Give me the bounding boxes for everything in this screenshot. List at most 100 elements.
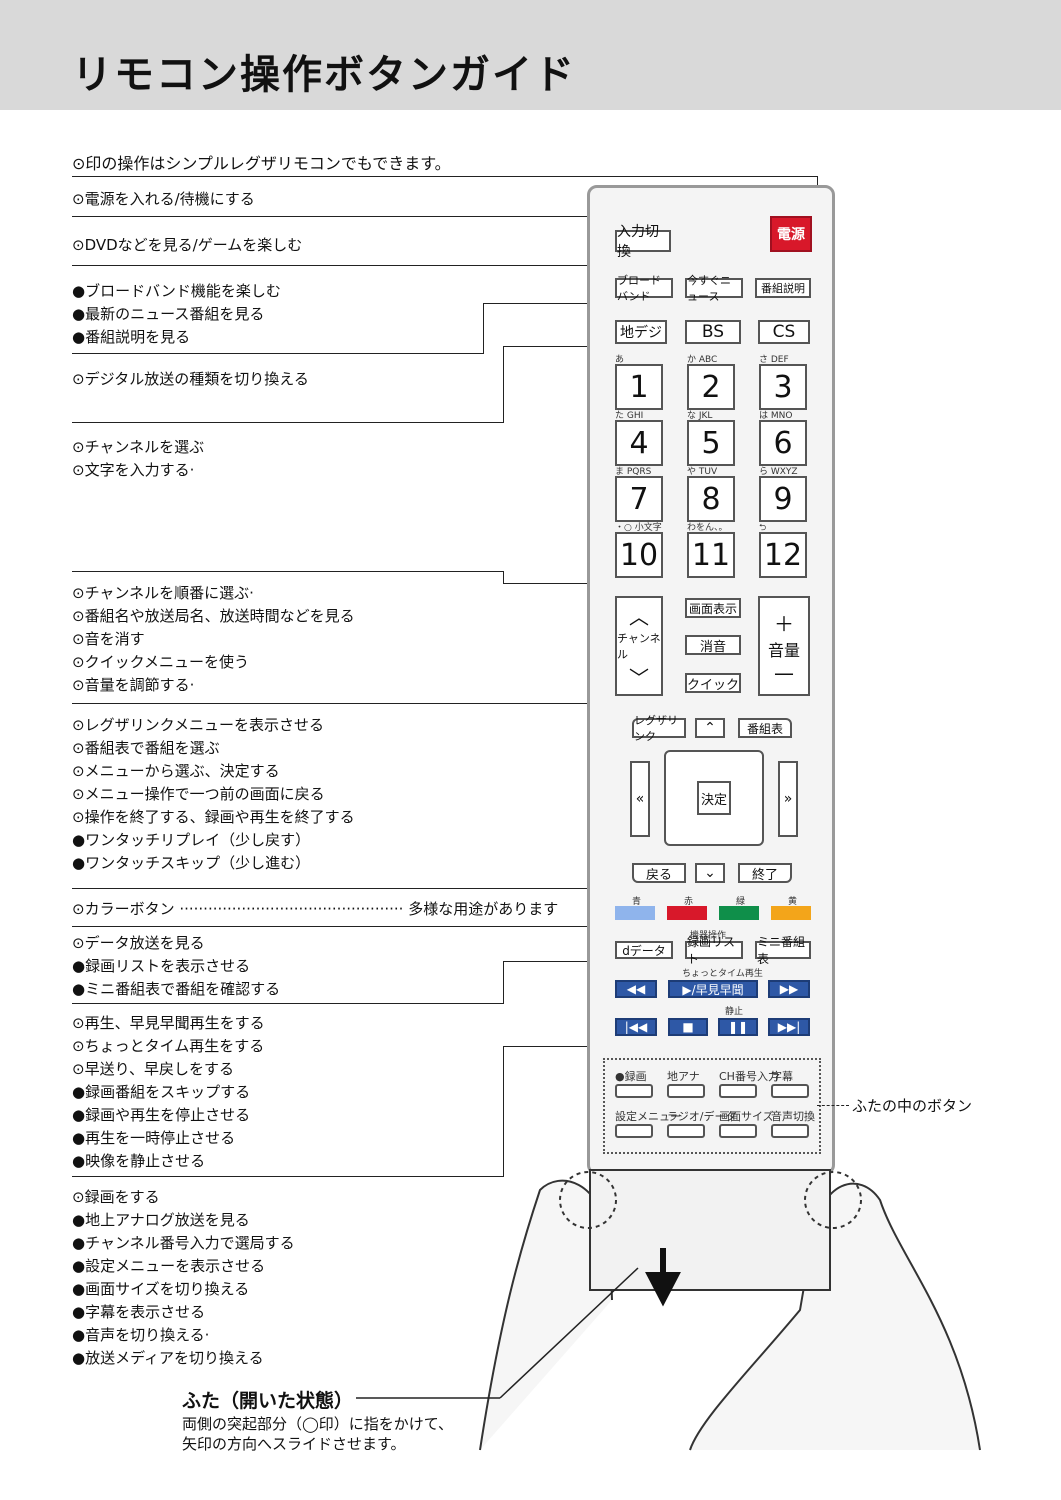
mini-epg-button[interactable]: ミニ番組表	[755, 935, 811, 966]
guide-line: ⊙データ放送を見る	[72, 934, 205, 952]
bs-button[interactable]: BS	[685, 320, 741, 344]
divider	[72, 1003, 504, 1004]
terrestrial-button[interactable]: 地デジ	[615, 320, 667, 344]
page-title: リモコン操作ボタンガイド	[72, 52, 576, 98]
left-grip-circle	[559, 1171, 617, 1229]
play-button[interactable]: ▶/早見早聞	[668, 980, 758, 998]
number-key-7[interactable]: 7	[615, 476, 663, 522]
number-key-1[interactable]: 1	[615, 364, 663, 410]
divider	[72, 1176, 504, 1177]
right-hand	[689, 1182, 981, 1451]
number-key-9[interactable]: 9	[759, 476, 807, 522]
power-button[interactable]: 電源	[770, 216, 812, 252]
lid-button[interactable]	[771, 1084, 809, 1098]
number-key-4[interactable]: 4	[615, 420, 663, 466]
pause-icon: ❚❚	[727, 1020, 749, 1034]
divider	[72, 703, 817, 704]
news-button[interactable]: 今すぐニュース	[685, 274, 743, 303]
key-sub-label: さ DEF	[759, 355, 789, 365]
guide-line: ●映像を静止させる	[72, 1152, 206, 1170]
broadband-button[interactable]: ブロードバンド	[615, 274, 673, 303]
lid-button[interactable]	[719, 1084, 757, 1098]
skip-button[interactable]: »	[778, 761, 798, 837]
skip-back-button[interactable]: |◀◀	[615, 1018, 657, 1036]
divider	[72, 422, 504, 423]
number-key-2[interactable]: 2	[687, 364, 735, 410]
data-button[interactable]: dデータ	[615, 941, 673, 959]
epg-button[interactable]: 番組表	[738, 718, 792, 738]
number-key-8[interactable]: 8	[687, 476, 735, 522]
page-down-button[interactable]: ⌄	[695, 863, 725, 883]
end-button[interactable]: 終了	[738, 863, 792, 883]
lid-area	[603, 1058, 821, 1154]
ok-button[interactable]: 決定	[697, 781, 731, 815]
divider	[483, 303, 484, 353]
color-button[interactable]	[615, 906, 655, 920]
cs-button[interactable]: CS	[758, 320, 810, 344]
remote-control: 電源 入力切換 ブロードバンド 今すぐニュース 番組説明 地デジ BS CS あ…	[587, 185, 835, 1189]
stop-button[interactable]: ■	[668, 1018, 708, 1036]
input-switch-button[interactable]: 入力切換	[615, 224, 671, 260]
guide-line: ⊙番組表で番組を選ぶ	[72, 739, 220, 757]
recorded-list-button[interactable]: 録画リスト	[685, 935, 743, 966]
number-key-6[interactable]: 6	[759, 420, 807, 466]
guide-line: ⊙文字を入力する·	[72, 461, 195, 479]
down-arrow-icon	[645, 1248, 681, 1307]
guide-line: ⊙チャンネルを順番に選ぶ·	[72, 584, 254, 602]
lid-button[interactable]	[615, 1124, 653, 1138]
regza-link-button[interactable]: レグザリンク	[632, 714, 686, 743]
number-key-11[interactable]: 11	[687, 532, 735, 578]
caption-leader	[499, 1267, 639, 1399]
guide-line: ●画面サイズを切り換える	[72, 1280, 250, 1298]
color-button[interactable]	[771, 906, 811, 920]
double-up-icon: ⌃	[704, 720, 716, 736]
volume-rocker[interactable]: ＋ 音量 —	[758, 596, 810, 696]
skip-forward-button[interactable]: ▶▶|	[768, 1018, 810, 1036]
guide-line: ⊙デジタル放送の種類を切り換える	[72, 370, 309, 388]
fast-forward-icon: ▶▶	[779, 982, 799, 996]
guide-line: ●チャンネル番号入力で選局する	[72, 1234, 295, 1252]
caption-line: 矢印の方向へスライドさせます。	[182, 1435, 406, 1453]
dpad[interactable]: 決定	[664, 750, 764, 846]
guide-line: ⊙操作を終了する、録画や再生を終了する	[72, 808, 355, 826]
screen-display-button[interactable]: 画面表示	[685, 598, 741, 618]
guide-line: ●ワンタッチスキップ（少し進む）	[72, 854, 311, 872]
number-key-5[interactable]: 5	[687, 420, 735, 466]
quick-button[interactable]: クイック	[685, 673, 741, 693]
rewind-button[interactable]: ◀◀	[615, 980, 657, 998]
color-label: 青	[632, 897, 642, 907]
open-label: OPEN▼	[770, 1176, 809, 1189]
key-sub-label: は MNO	[759, 411, 793, 421]
divider	[503, 1046, 504, 1176]
down-icon: ﹀	[629, 666, 649, 690]
key-sub-label: た GHI	[615, 411, 644, 421]
lid-button[interactable]	[771, 1124, 809, 1138]
guide-line: ⊙ちょっとタイム再生をする	[72, 1037, 265, 1055]
guide-line: ●字幕を表示させる	[72, 1303, 206, 1321]
color-button[interactable]	[667, 906, 707, 920]
number-key-12[interactable]: 12	[759, 532, 807, 578]
guide-line: ●ブロードバンド機能を楽しむ	[72, 282, 281, 300]
number-key-10[interactable]: 10	[615, 532, 663, 578]
lid-button[interactable]	[615, 1084, 653, 1098]
key-sub-label: や TUV	[687, 467, 718, 477]
page-up-button[interactable]: ⌃	[695, 718, 725, 738]
back-button[interactable]: 戻る	[632, 863, 686, 883]
replay-button[interactable]: «	[630, 761, 650, 837]
plus-icon: ＋	[774, 611, 794, 636]
color-button[interactable]	[719, 906, 759, 920]
key-sub-label: な JKL	[687, 411, 713, 421]
guide-line: ⊙カラーボタン ································…	[72, 900, 559, 918]
lid-button[interactable]	[719, 1124, 757, 1138]
mute-button[interactable]: 消音	[685, 635, 741, 655]
number-key-3[interactable]: 3	[759, 364, 807, 410]
lid-button[interactable]	[667, 1084, 705, 1098]
pause-button[interactable]: ❚❚	[718, 1018, 758, 1036]
lid-button-label: 地アナ	[667, 1070, 700, 1083]
channel-rocker[interactable]: ︿ チャンネル ﹀	[615, 596, 663, 696]
guide-line: ●ミニ番組表で番組を確認する	[72, 980, 281, 998]
header-band: リモコン操作ボタンガイド	[0, 0, 1061, 110]
fast-forward-button[interactable]: ▶▶	[768, 980, 810, 998]
lid-button[interactable]	[667, 1124, 705, 1138]
program-info-button[interactable]: 番組説明	[755, 278, 811, 298]
